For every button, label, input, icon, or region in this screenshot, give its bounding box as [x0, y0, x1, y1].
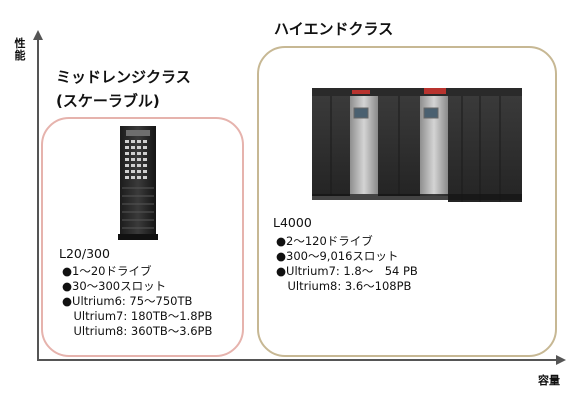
spec-item: ●1～20ドライブ — [62, 264, 152, 278]
spec-item: Ultrium7: 180TB～1.8PB — [62, 309, 213, 323]
spec-item: ●300～9,016スロット — [276, 249, 399, 263]
midrange-subheading: (スケーラブル) — [56, 92, 160, 110]
x-axis-arrow — [556, 355, 566, 365]
x-axis-label: 容量 — [538, 374, 560, 387]
highend-model-name: L4000 — [273, 215, 312, 230]
highend-heading: ハイエンドクラス — [274, 20, 394, 38]
spec-item: Ultrium8: 3.6～108PB — [276, 279, 412, 293]
y-axis-arrow — [33, 30, 43, 40]
highend-library-image — [312, 88, 522, 202]
highend-box — [257, 46, 557, 357]
spec-item: ●30～300スロット — [62, 279, 167, 293]
midrange-box — [41, 117, 244, 357]
midrange-spec-list: ●1～20ドライブ ●30～300スロット ●Ultrium6: 75～750T… — [62, 264, 212, 339]
y-axis-label: 性能 — [14, 37, 26, 62]
midrange-heading: ミッドレンジクラス — [56, 68, 191, 86]
spec-item: ●2～120ドライブ — [276, 234, 373, 248]
highend-spec-list: ●2～120ドライブ ●300～9,016スロット ●Ultrium7: 1.8… — [276, 234, 418, 294]
spec-item: ●Ultrium6: 75～750TB — [62, 294, 193, 308]
spec-item: Ultrium8: 360TB～3.6PB — [62, 324, 213, 338]
spec-item: ●Ultrium7: 1.8～ 54 PB — [276, 264, 418, 278]
midrange-model-name: L20/300 — [59, 246, 110, 261]
midrange-library-image — [118, 126, 158, 240]
